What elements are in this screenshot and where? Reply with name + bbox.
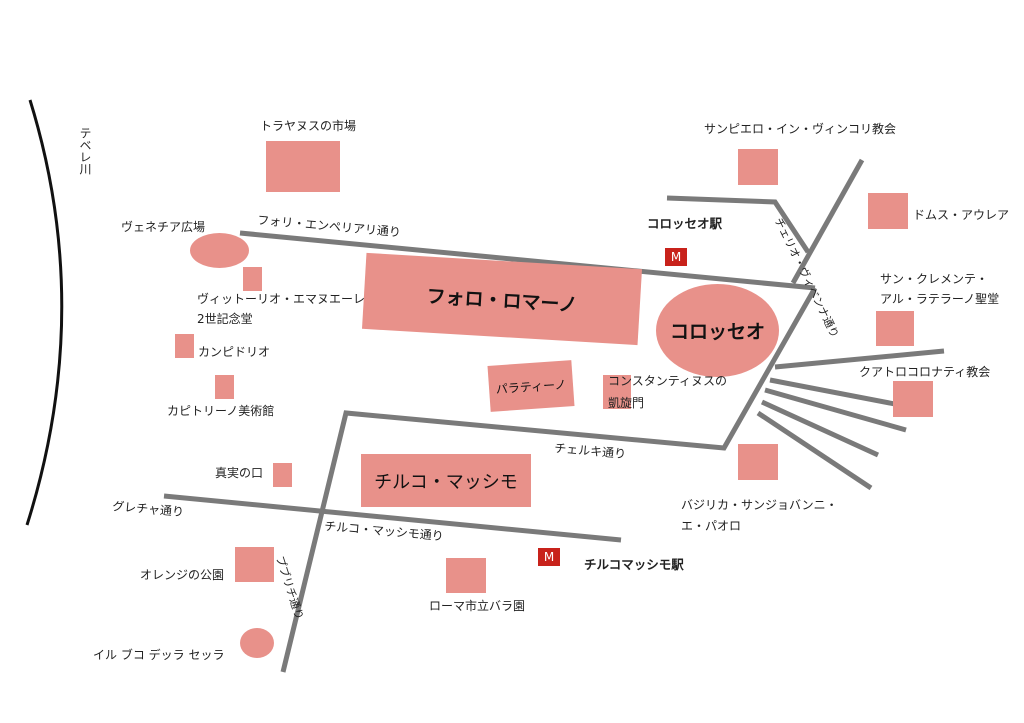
- buco-oval[interactable]: [240, 628, 274, 658]
- colosseo-metro-icon[interactable]: M: [665, 248, 687, 266]
- basilica-label-2: エ・パオロ: [681, 519, 742, 533]
- basilica-block[interactable]: [738, 444, 778, 480]
- street-greca: [163, 493, 622, 543]
- capitoline-label: カピトリーノ美術館: [167, 404, 275, 418]
- palatine-label: パラティーノ: [495, 377, 567, 396]
- buco-label: イル ブコ デッラ セッラ: [93, 648, 225, 662]
- river-label: テベレ川: [78, 127, 92, 175]
- campidoglio-label: カンピドリオ: [198, 345, 271, 359]
- circus-maximus-area[interactable]: チルコ・マッシモ: [361, 454, 531, 507]
- constantine-label-1: コンスタンティヌスの: [608, 374, 728, 388]
- campidoglio-block[interactable]: [175, 334, 194, 358]
- street-radial-4: [760, 399, 880, 458]
- street-radial-1: [774, 348, 945, 370]
- san-clemente-label-1: サン・クレメンテ・: [880, 272, 989, 286]
- vittoriano-label-2: 2世記念堂: [197, 312, 253, 326]
- bocca-label: 真実の口: [215, 466, 264, 480]
- quattro-block[interactable]: [893, 381, 933, 417]
- constantine-block[interactable]: [603, 375, 631, 409]
- palatine-area[interactable]: パラティーノ: [487, 360, 575, 412]
- rose-garden-block[interactable]: [446, 558, 486, 593]
- colosseum-area[interactable]: コロッセオ: [656, 284, 779, 377]
- forum-label: フォロ・ロマーノ: [425, 285, 578, 316]
- basilica-label-1: バジリカ・サンジョバンニ・: [681, 498, 838, 512]
- domus-aurea-label: ドムス・アウレア: [913, 208, 1010, 222]
- forum-area[interactable]: フォロ・ロマーノ: [361, 252, 643, 346]
- street-celio-vibenna: [790, 158, 865, 285]
- constantine-label-2: 凱旋門: [608, 396, 645, 410]
- capitoline-block[interactable]: [215, 375, 234, 399]
- trajan-market-block[interactable]: [266, 141, 340, 192]
- street-radial-5: [756, 410, 873, 491]
- san-pietro-label: サンピエロ・イン・ヴィンコリ教会: [704, 122, 897, 136]
- street-san-pietro-branch: [666, 195, 811, 254]
- bocca-block[interactable]: [273, 463, 292, 487]
- tiber-river-line: [25, 99, 64, 526]
- quattro-label: クアトロコロナティ教会: [859, 365, 991, 379]
- circo-metro-icon[interactable]: M: [538, 548, 560, 566]
- circus-label: チルコ・マッシモ: [374, 471, 518, 493]
- orange-garden-label: オレンジの公園: [140, 568, 225, 582]
- san-clemente-label-2: アル・ラテラーノ聖堂: [880, 292, 1000, 306]
- domus-aurea-block[interactable]: [868, 193, 908, 229]
- colosseum-label: コロッセオ: [669, 321, 765, 343]
- orange-garden-block[interactable]: [235, 547, 274, 582]
- venezia-square-oval[interactable]: [190, 233, 249, 268]
- vittoriano-label-1: ヴィットーリオ・エマヌエーレ: [197, 292, 366, 306]
- circo-station-label: チルコマッシモ駅: [584, 557, 684, 572]
- trajan-market-label: トラヤヌスの市場: [260, 119, 357, 133]
- vittoriano-block[interactable]: [243, 267, 262, 291]
- san-pietro-block[interactable]: [738, 149, 778, 185]
- colosseo-station-label: コロッセオ駅: [647, 216, 723, 231]
- street-colosseum-ring: [280, 286, 818, 673]
- street-radial-3: [764, 387, 907, 433]
- rose-garden-label: ローマ市立バラ園: [429, 599, 526, 613]
- san-clemente-block[interactable]: [876, 311, 914, 346]
- street-fori-imperiali: [239, 230, 816, 291]
- venezia-label: ヴェネチア広場: [121, 220, 206, 234]
